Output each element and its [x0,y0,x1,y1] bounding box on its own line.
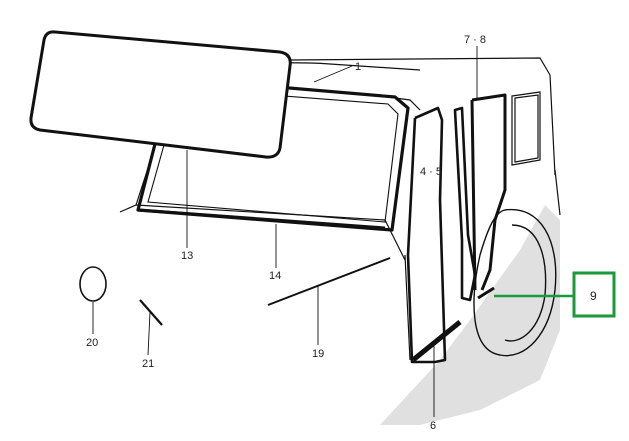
grommet-20 [79,266,107,302]
callout-14: 14 [269,270,281,282]
sill-seal-6 [411,320,462,362]
callout-6: 6 [430,420,436,432]
callout-9: 9 [590,289,597,303]
glass-panel [29,30,292,159]
callout-19: 19 [312,348,324,360]
highlight-box-9 [572,271,616,318]
side-window-seal [136,76,410,232]
callout-20: 20 [86,337,98,349]
callout-13: 13 [181,250,193,262]
side-window-inner [147,87,399,223]
pillar-seals-4-5 [406,106,477,364]
door-seals-7-8 [470,93,507,291]
waist-seal [137,208,386,230]
seal-piece-9 [477,286,495,300]
callout-4-5: 4 · 5 [420,166,442,178]
callout-21: 21 [142,358,154,370]
strip-19 [267,257,391,306]
callout-1: 1 [355,61,361,73]
callout-7-8: 7 · 8 [464,34,486,46]
leader-lines [92,46,478,417]
shaded-arch-area [380,205,560,425]
clip-21 [139,299,163,326]
